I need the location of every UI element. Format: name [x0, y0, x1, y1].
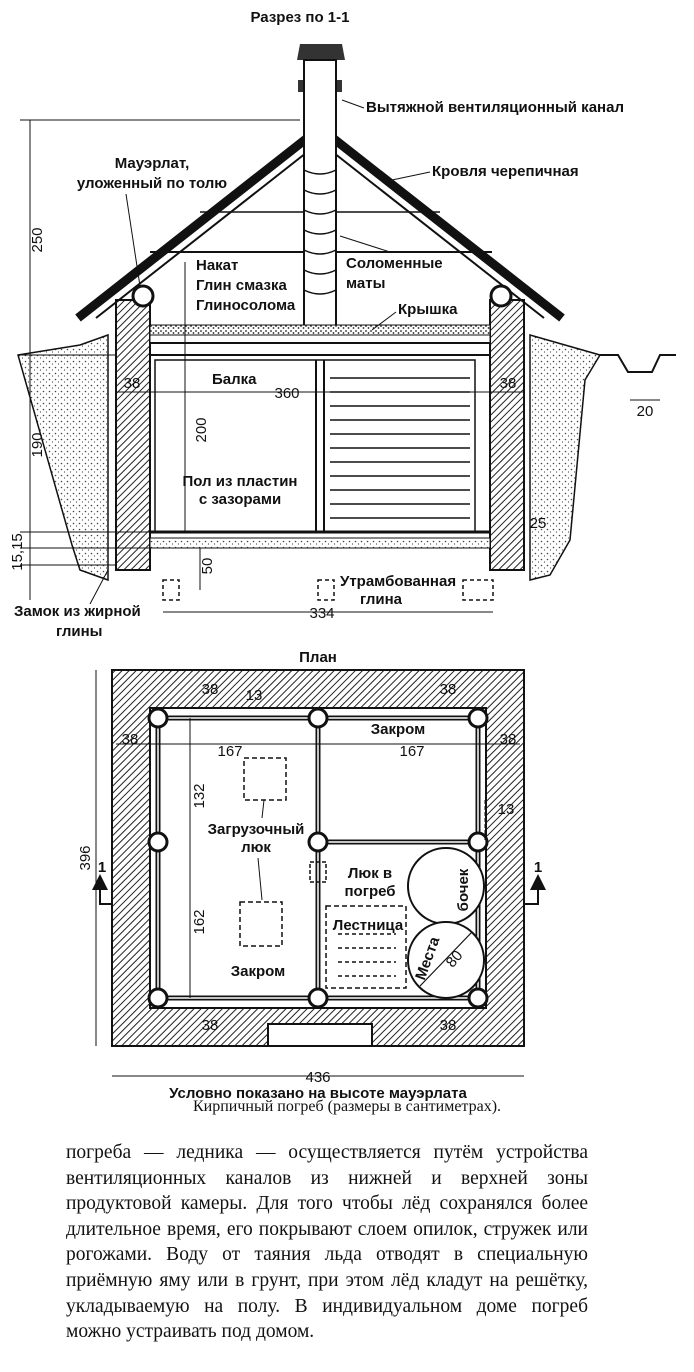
- label-compacted-1: Утрамбованная: [340, 573, 456, 590]
- dim-200: 200: [193, 417, 210, 442]
- footing-right: [462, 579, 494, 601]
- plan-ladder: [325, 905, 407, 989]
- label-lid: Крышка: [398, 301, 458, 318]
- mauerlat-left: [131, 284, 155, 308]
- label-lock-2: глины: [56, 623, 103, 640]
- plan-barrel-1: [407, 847, 485, 925]
- drain-ditch: [600, 354, 676, 373]
- label-mauerlat-2: уложенный по толю: [77, 175, 227, 192]
- section-title: Разрез по 1-1: [251, 9, 350, 26]
- wall-right: [489, 299, 525, 571]
- dim-190: 190: [29, 432, 46, 457]
- plan-label-barrels-2: бочек: [455, 868, 472, 911]
- plan-dim-13-top: 13: [246, 687, 263, 704]
- plan-label-hatch-2: люк: [241, 839, 271, 856]
- plan-dim-38-tr: 38: [440, 681, 457, 698]
- section-mark-left: [92, 874, 112, 905]
- vent-straw-mats: [303, 169, 337, 295]
- dim-38-left: 38: [124, 375, 141, 392]
- soil-right: [529, 334, 602, 581]
- label-straw-mats-1: Соломенные: [346, 255, 443, 272]
- plan-dim-396: 396: [77, 845, 94, 870]
- plan-dim-38-mr: 38: [500, 731, 517, 748]
- figure-caption: Кирпичный погреб (размеры в сантиметрах)…: [192, 1098, 502, 1115]
- dim-50: 50: [199, 558, 216, 575]
- vent-channel: [303, 59, 337, 341]
- dim-20: 20: [637, 403, 654, 420]
- label-nakat: Накат: [196, 257, 238, 274]
- plan-barrel-dim-line: [419, 931, 473, 987]
- dim-250: 250: [29, 227, 46, 252]
- plan-label-cellar-hatch-1: Люк в: [348, 865, 392, 882]
- plan-dim-38-tl: 38: [202, 681, 219, 698]
- plan-title: План: [299, 649, 337, 666]
- plan-label-hatch-1: Загрузочный: [208, 821, 305, 838]
- label-vent-channel: Вытяжной вентиляционный канал: [366, 99, 624, 116]
- soil-left: [17, 333, 109, 582]
- label-clay-coat: Глин смазка: [196, 277, 287, 294]
- label-mauerlat-1: Мауэрлат,: [115, 155, 190, 172]
- label-floor-1: Пол из пластин: [182, 473, 297, 490]
- label-roof: Кровля черепичная: [432, 163, 579, 180]
- dim-15-15: 15,15: [9, 533, 26, 571]
- plan-cellar-hatch: [309, 861, 327, 883]
- label-beam: Балка: [212, 371, 257, 388]
- ceiling-clay: [149, 334, 491, 344]
- section-mark-right-label: 1: [534, 859, 542, 876]
- compacted-clay: [149, 537, 491, 549]
- dim-334: 334: [309, 605, 334, 622]
- dim-25: 25: [530, 515, 547, 532]
- plan-dim-38-ml: 38: [122, 731, 139, 748]
- ceiling-beam: [149, 342, 491, 356]
- plan-dim-13-right: 13: [498, 801, 515, 818]
- dim-38-right: 38: [500, 375, 517, 392]
- plan-loading-hatch: [243, 757, 287, 801]
- label-clay-straw: Глиносолома: [196, 297, 296, 314]
- section-mark-right: [524, 874, 546, 905]
- label-floor-2: с зазорами: [199, 491, 281, 508]
- section-mark-left-label: 1: [98, 859, 106, 876]
- plan-dim-38-bl: 38: [202, 1017, 219, 1034]
- footing-mid: [317, 579, 335, 601]
- footing-left: [162, 579, 180, 601]
- label-straw-mats-2: маты: [346, 275, 385, 292]
- body-paragraph: погреба — ледника — осуществляется путём…: [66, 1142, 588, 1343]
- wall-left: [115, 299, 151, 571]
- plan-posts: [147, 707, 489, 1009]
- plan-label-cellar-hatch-2: погреб: [344, 883, 395, 900]
- plan-label-bin-top: Закром: [371, 721, 425, 738]
- plan-vent-opening: [267, 1023, 373, 1047]
- plan-note: Условно показано на высоте мауэрлата: [169, 1085, 467, 1102]
- plan-dim-167-left: 167: [217, 743, 242, 760]
- plan-loading-hatch-2: [239, 901, 283, 947]
- plan-label-ladder: Лестница: [333, 917, 404, 934]
- ceiling-layer: [149, 324, 491, 336]
- plan-label-bin-bottom: Закром: [231, 963, 285, 980]
- plan-dim-38-br: 38: [440, 1017, 457, 1034]
- vent-head: [297, 44, 345, 60]
- label-compacted-2: глина: [360, 591, 403, 608]
- dim-360: 360: [274, 385, 299, 402]
- plan-dim-436: 436: [305, 1069, 330, 1086]
- plan-dim-167-right: 167: [399, 743, 424, 760]
- plan-walls: [111, 669, 525, 1047]
- plan-dim-162: 162: [191, 909, 208, 934]
- mauerlat-right: [489, 284, 513, 308]
- plan-dim-132: 132: [191, 783, 208, 808]
- label-lock-1: Замок из жирной: [14, 603, 141, 620]
